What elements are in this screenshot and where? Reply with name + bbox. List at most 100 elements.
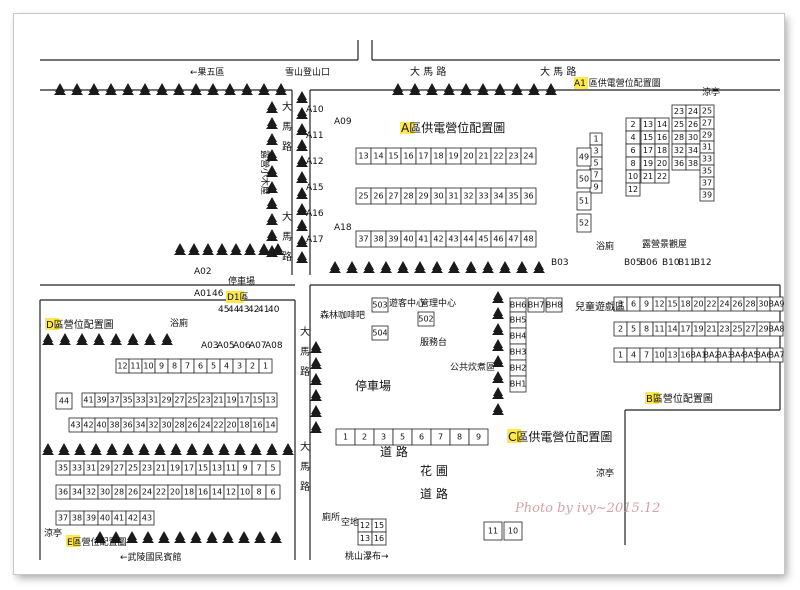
- b-site: 10: [652, 347, 667, 363]
- d-site: 26: [185, 417, 200, 433]
- road-char: 馬: [282, 121, 292, 133]
- b-site: 18: [678, 296, 693, 312]
- forest-label: 森林咖啡吧: [320, 309, 365, 321]
- tree-icon: [142, 531, 154, 543]
- svg-text:1: 1: [593, 135, 598, 144]
- svg-text:3: 3: [381, 433, 386, 442]
- svg-text:27: 27: [388, 192, 398, 201]
- a-site: 25: [355, 187, 372, 205]
- road-char: 路: [300, 480, 310, 493]
- svg-text:10: 10: [628, 172, 638, 181]
- svg-text:502: 502: [418, 315, 433, 324]
- a1-site: 31: [699, 140, 715, 154]
- svg-text:25: 25: [732, 325, 742, 334]
- tree-icon: [270, 531, 282, 543]
- svg-text:39: 39: [702, 191, 712, 200]
- svg-text:2: 2: [362, 433, 367, 442]
- svg-text:BA2: BA2: [703, 351, 719, 360]
- svg-text:1: 1: [618, 351, 623, 360]
- b-site: 20: [691, 296, 706, 312]
- svg-text:42: 42: [433, 235, 443, 244]
- svg-text:35: 35: [58, 464, 68, 473]
- svg-text:43: 43: [70, 421, 80, 430]
- svg-text:51: 51: [579, 197, 589, 206]
- e-site: 23: [139, 460, 155, 476]
- tree-icon: [448, 261, 460, 273]
- svg-text:25: 25: [674, 120, 684, 129]
- svg-text:3: 3: [618, 300, 623, 309]
- tree-icon: [234, 443, 246, 455]
- svg-text:BH4: BH4: [510, 332, 527, 341]
- svg-text:42: 42: [128, 514, 138, 523]
- svg-text:27: 27: [174, 396, 184, 405]
- svg-text:33: 33: [135, 396, 145, 405]
- a1-site: 18: [654, 143, 670, 158]
- b-site: BA1: [690, 347, 707, 363]
- e-site: 12: [223, 484, 239, 500]
- a1-site: 21: [640, 169, 656, 184]
- d-site: 19: [224, 392, 239, 408]
- a-site: 35: [505, 187, 522, 205]
- a-side-site: 9: [589, 180, 603, 194]
- d-site: 16: [250, 417, 265, 433]
- tree-icon: [296, 187, 308, 199]
- tree-icon: [426, 83, 438, 95]
- svg-text:BH1: BH1: [510, 380, 527, 389]
- svg-text:8: 8: [256, 488, 261, 497]
- road-char: 大: [282, 210, 292, 223]
- svg-text:14: 14: [657, 120, 667, 129]
- b-site: 11: [652, 321, 667, 337]
- svg-text:18: 18: [657, 146, 667, 155]
- svg-text:8: 8: [172, 362, 177, 371]
- a1-site: 12: [625, 182, 641, 197]
- svg-text:BA5: BA5: [742, 351, 758, 360]
- svg-text:45: 45: [478, 235, 488, 244]
- tree-icon: [296, 155, 308, 167]
- svg-text:44: 44: [59, 397, 69, 406]
- tree-icon: [465, 261, 477, 273]
- svg-text:BA7: BA7: [768, 351, 784, 360]
- e-site: 36: [55, 484, 71, 500]
- tree-icon: [207, 83, 219, 95]
- svg-text:5: 5: [593, 159, 598, 168]
- svg-text:22: 22: [213, 421, 223, 430]
- e-site: 5: [265, 460, 281, 476]
- a-site: 18: [430, 147, 447, 165]
- a1-site: 2: [625, 117, 641, 132]
- c-site: 8: [449, 428, 470, 446]
- e-site: 29: [97, 460, 113, 476]
- tree-icon: [174, 531, 186, 543]
- svg-text:7: 7: [593, 171, 598, 180]
- svg-text:29: 29: [418, 192, 428, 201]
- jingguan-cabin: B12: [694, 258, 712, 268]
- svg-text:28: 28: [114, 488, 124, 497]
- c-site: 15: [371, 518, 387, 533]
- tree-icon: [42, 333, 54, 345]
- cabin-a: A10: [306, 105, 324, 115]
- road-label-3: 道 路: [380, 444, 408, 459]
- svg-text:30: 30: [688, 133, 698, 142]
- svg-text:19: 19: [643, 159, 653, 168]
- a-site: 27: [385, 187, 402, 205]
- svg-text:31: 31: [448, 192, 458, 201]
- d1-cabin: 44: [228, 305, 240, 315]
- d-site: 1: [258, 358, 273, 374]
- e-site: 31: [83, 460, 99, 476]
- c-site: 12: [357, 518, 373, 533]
- tree-icon: [122, 83, 134, 95]
- tree-icon: [241, 83, 253, 95]
- c-site: 9: [468, 428, 489, 446]
- b-site: 21: [704, 321, 719, 337]
- bh-site: BH4: [509, 327, 527, 345]
- e-site: 10: [237, 484, 253, 500]
- svg-text:34: 34: [493, 192, 503, 201]
- b-site: 15: [665, 296, 680, 312]
- svg-text:38: 38: [688, 159, 698, 168]
- bh-site: BH7: [527, 297, 545, 313]
- tree-icon: [266, 229, 278, 241]
- svg-text:43: 43: [142, 514, 152, 523]
- svg-text:1: 1: [263, 362, 268, 371]
- svg-text:6: 6: [630, 146, 635, 155]
- e-site: 22: [153, 484, 169, 500]
- cook-label: 公共炊煮區: [450, 361, 495, 373]
